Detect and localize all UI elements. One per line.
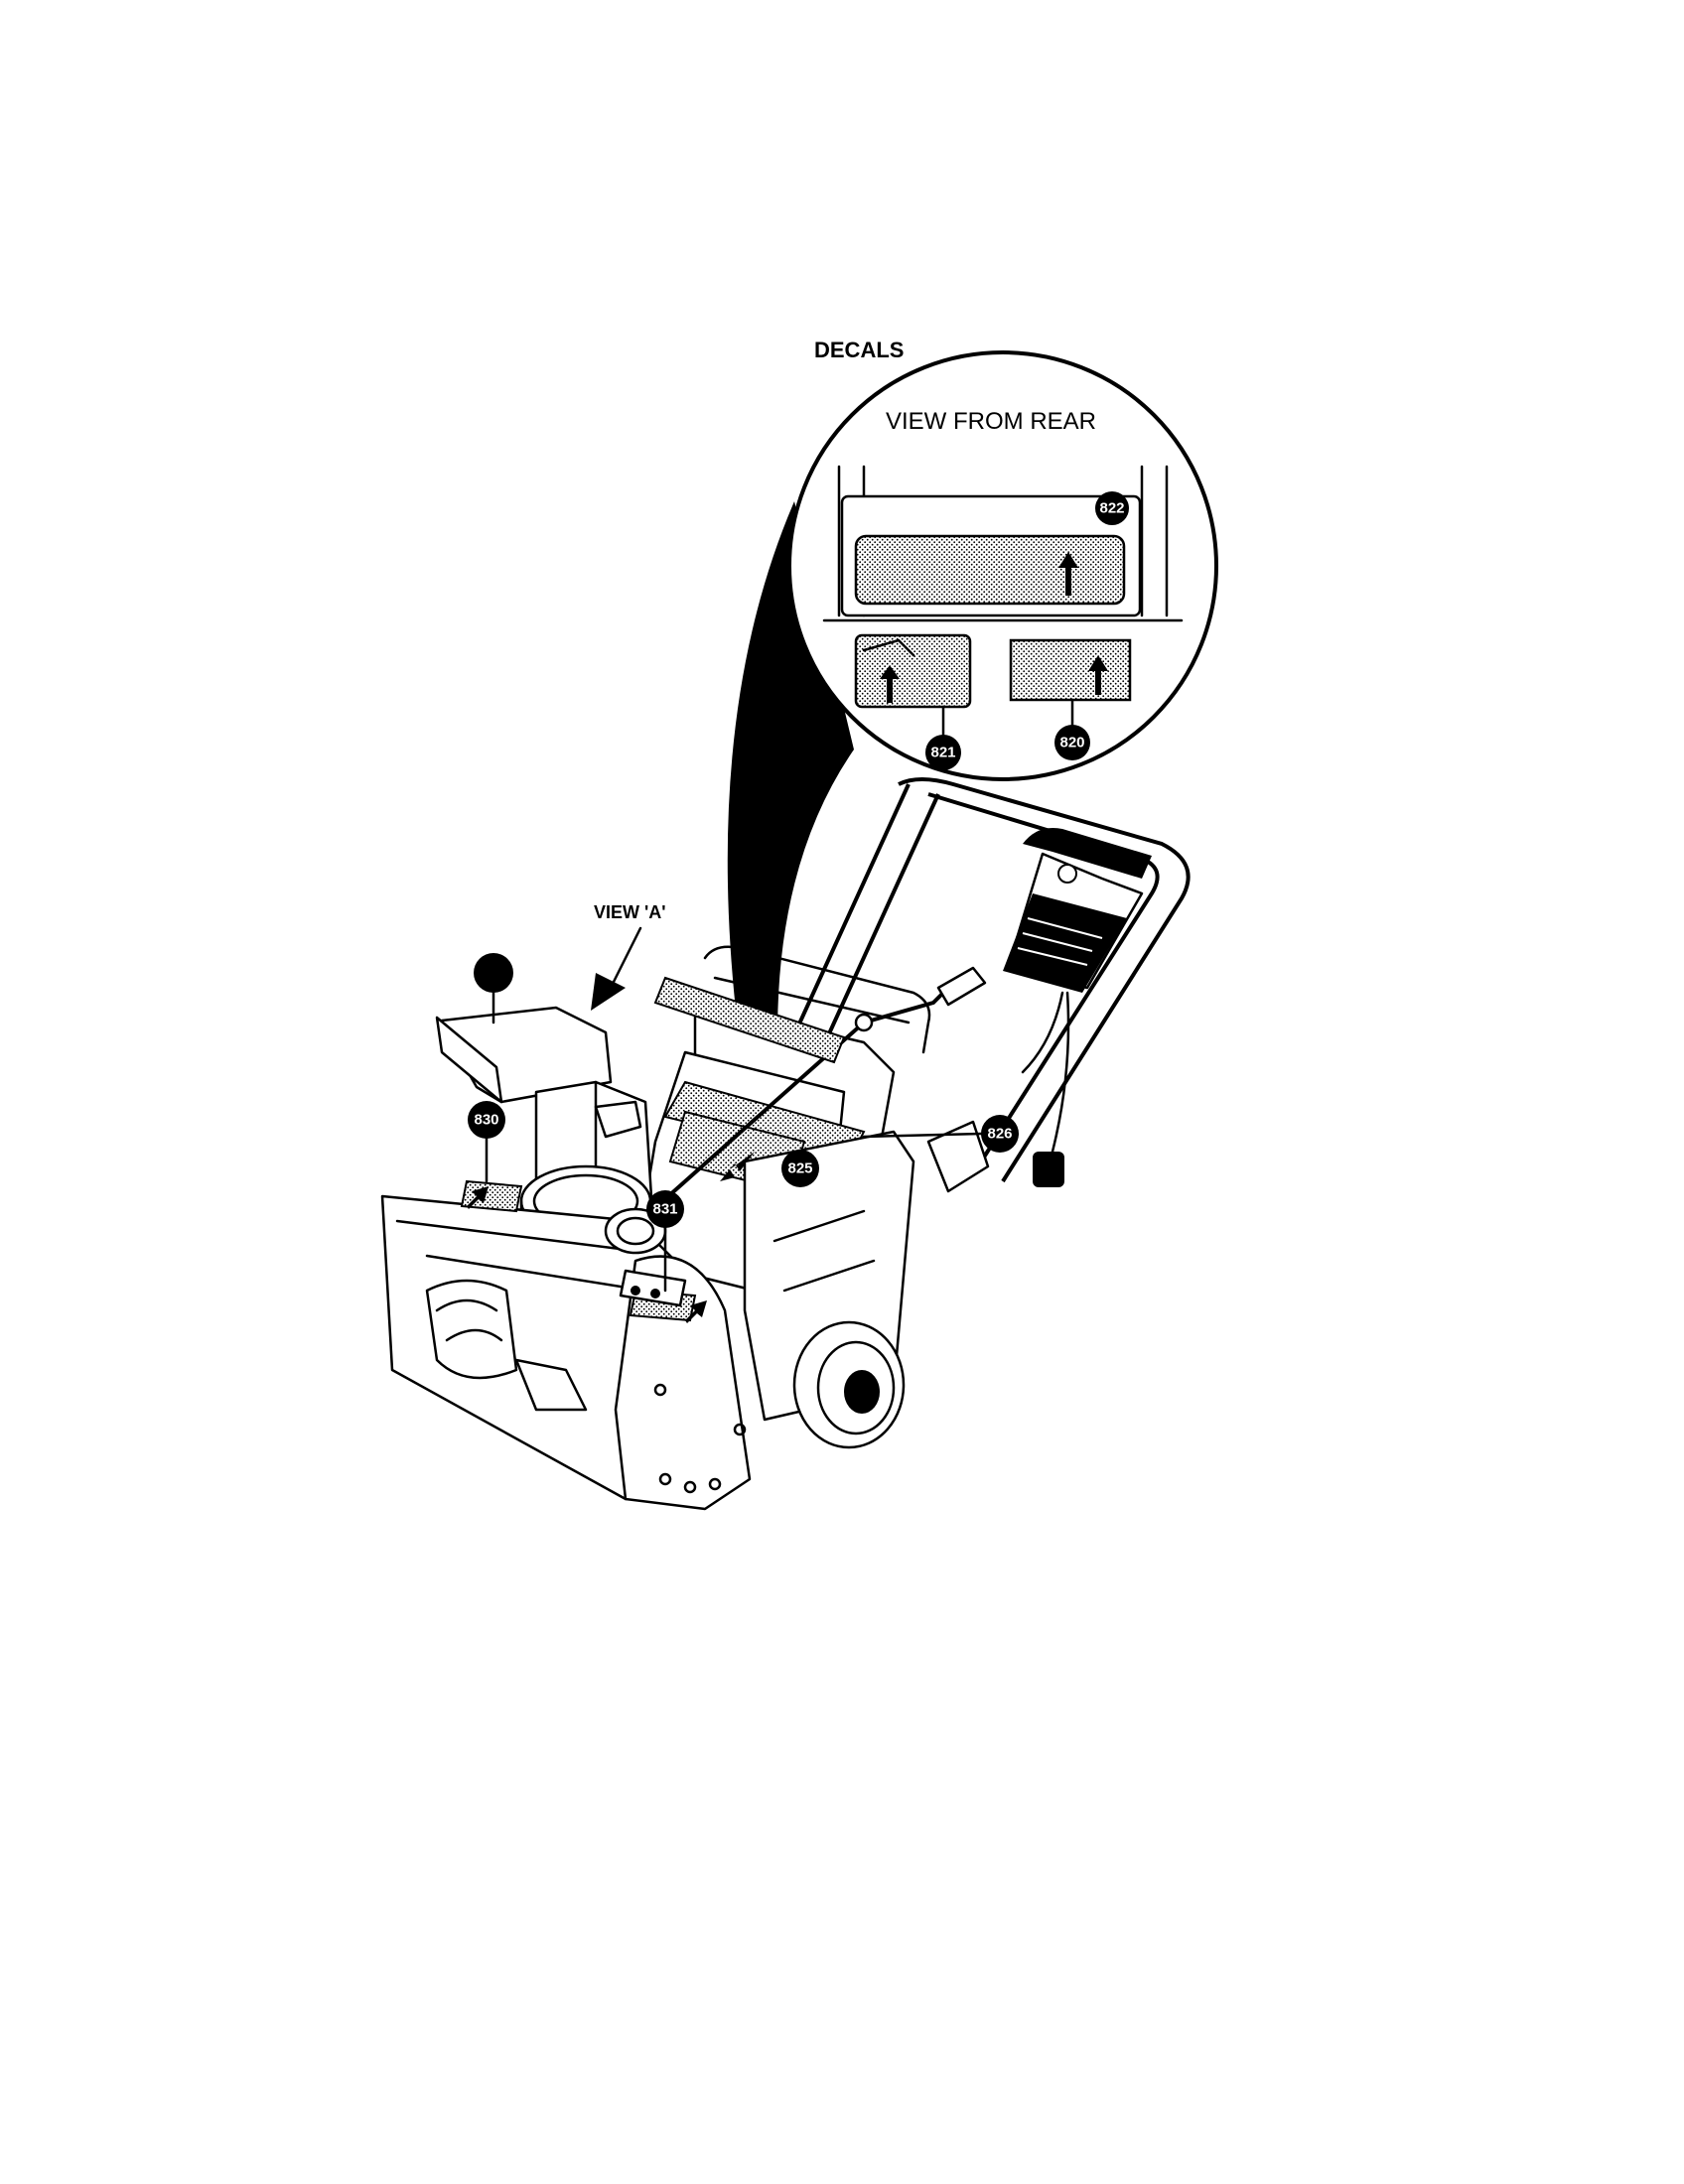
callout-831: 831 xyxy=(646,1190,684,1228)
svg-text:822: 822 xyxy=(1099,500,1124,517)
view-a-arrow-icon xyxy=(591,973,626,1011)
callout-830: 830 xyxy=(468,1101,505,1139)
up-arrow-icon xyxy=(880,665,900,703)
callout-826: 826 xyxy=(981,1115,1019,1153)
svg-text:826: 826 xyxy=(987,1126,1012,1143)
callout-822: 822 xyxy=(1095,491,1129,525)
callout-825: 825 xyxy=(781,1150,819,1187)
decal-821-area xyxy=(854,633,972,709)
svg-text:830: 830 xyxy=(474,1112,498,1129)
decal-822-area xyxy=(854,534,1126,606)
decal-820-area xyxy=(1009,638,1132,702)
arrow-icon xyxy=(720,1152,755,1181)
svg-text:831: 831 xyxy=(652,1201,677,1218)
snowblower-illustration xyxy=(380,777,1191,1511)
diagram-title: DECALS xyxy=(814,338,904,362)
svg-text:820: 820 xyxy=(1059,735,1084,751)
arrow-icon xyxy=(467,1186,489,1209)
callout-blank xyxy=(474,953,513,993)
up-arrow-icon xyxy=(1088,655,1108,695)
callout-821: 821 xyxy=(925,735,961,770)
view-from-rear-inset: VIEW FROM REAR xyxy=(787,350,1218,781)
arrow-icon xyxy=(685,1300,707,1323)
up-arrow-icon xyxy=(1058,552,1078,596)
inset-label: VIEW FROM REAR xyxy=(886,408,1096,435)
svg-text:821: 821 xyxy=(930,745,955,761)
callout-820: 820 xyxy=(1054,725,1090,760)
view-a-label: VIEW 'A' xyxy=(594,902,666,922)
svg-text:825: 825 xyxy=(787,1160,812,1177)
